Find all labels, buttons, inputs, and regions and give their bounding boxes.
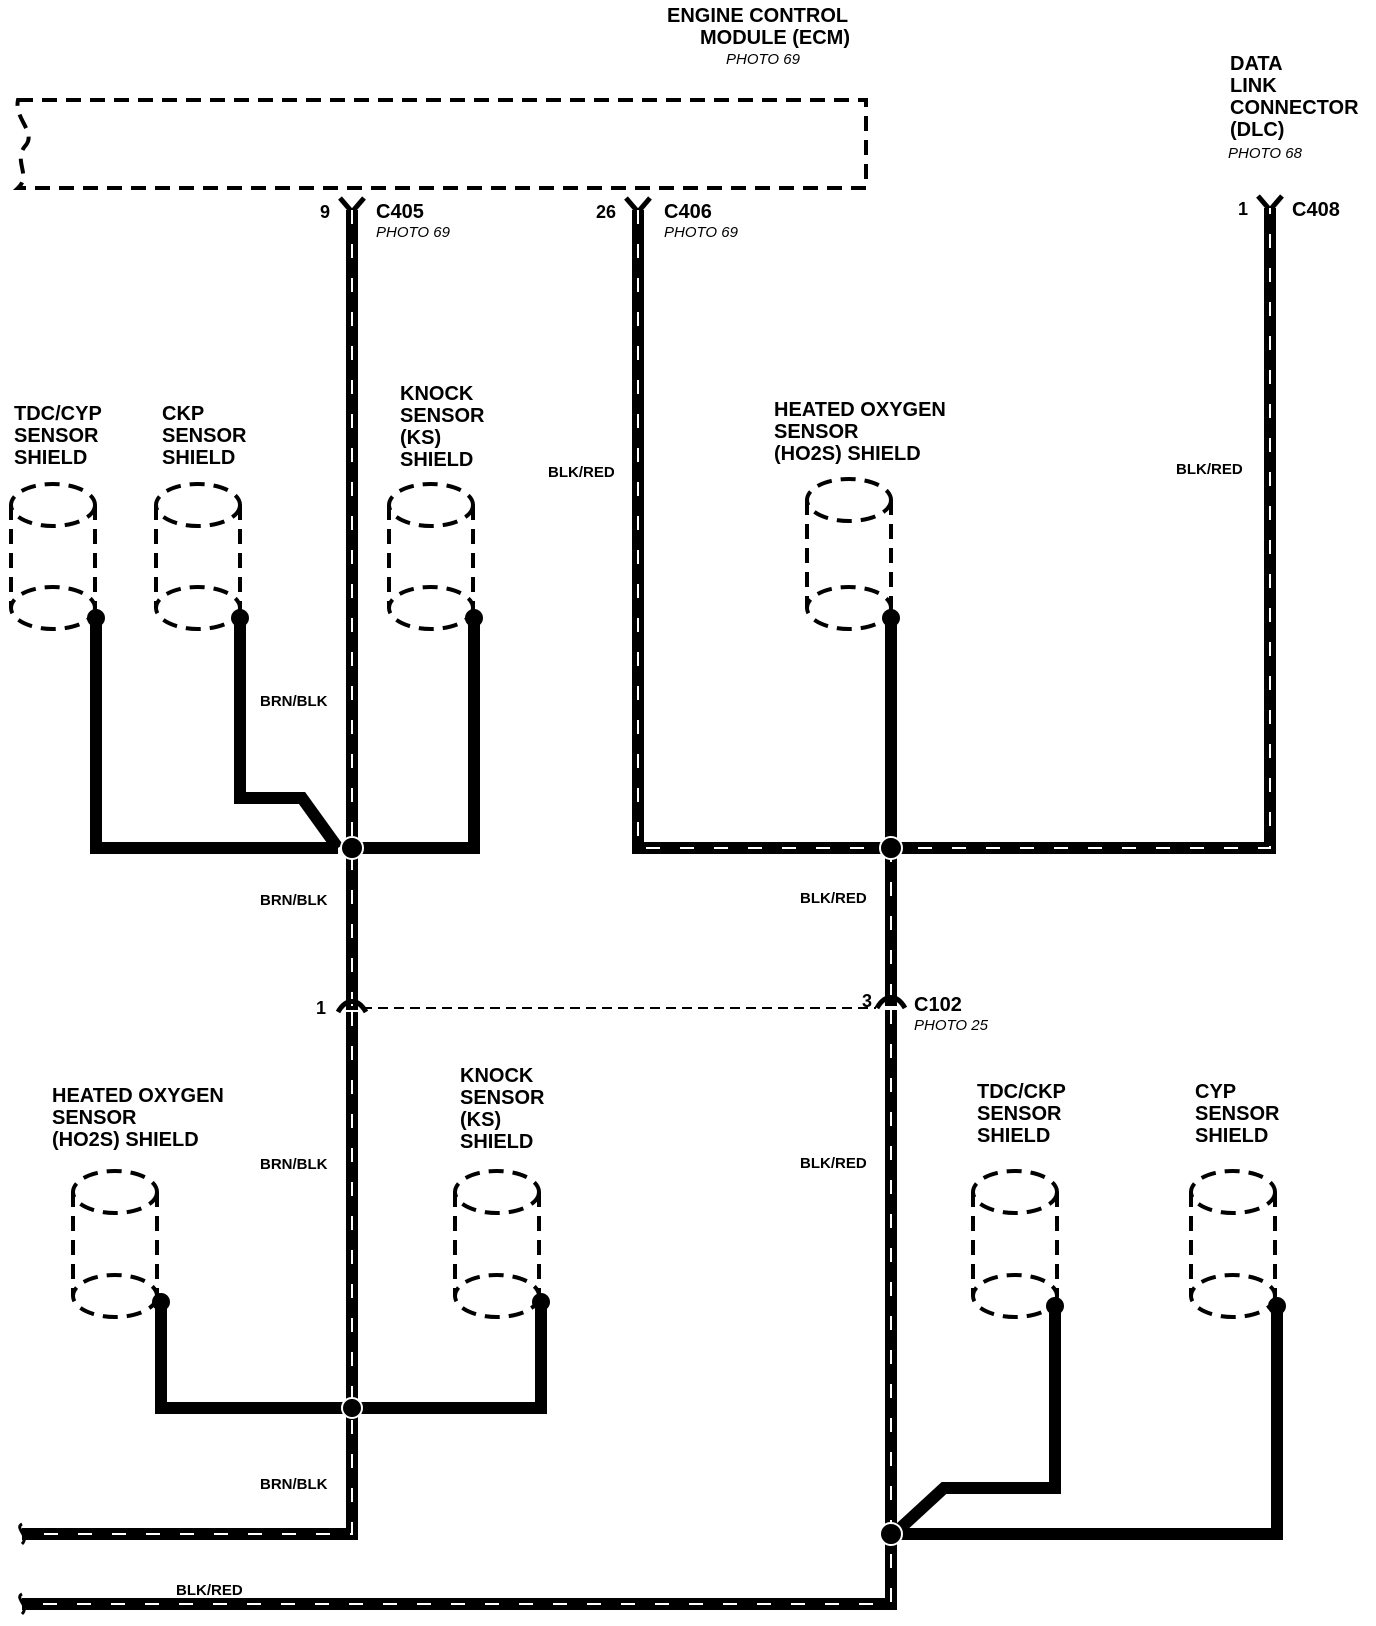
c408-pin: 1: [1238, 199, 1248, 219]
c405-photo: PHOTO 69: [376, 224, 451, 241]
dlc-photo: PHOTO 68: [1228, 145, 1303, 162]
c102-pin1-marker: [335, 999, 369, 1014]
ks-top-shield: [387, 482, 475, 631]
ks-top-shield-label: KNOCK SENSOR (KS) SHIELD: [400, 383, 485, 471]
ecm-title-2: MODULE (ECM): [700, 27, 850, 49]
c408-name: C408: [1292, 199, 1340, 221]
ecm-title-1: ENGINE CONTROL: [667, 5, 848, 27]
cyp-shield-label: CYP SENSOR SHIELD: [1195, 1081, 1280, 1147]
svg-text:TDC/CKP: TDC/CKP: [977, 1081, 1066, 1103]
splice-blk-red-bottom: [879, 1522, 903, 1546]
ks-bottom-shield: [453, 1169, 541, 1319]
svg-text:SENSOR: SENSOR: [1195, 1103, 1280, 1125]
dlc-title-3: CONNECTOR: [1230, 97, 1359, 119]
c102-name: C102: [914, 994, 962, 1016]
c102-pin3-marker: [874, 995, 908, 1010]
c405-name: C405: [376, 201, 424, 223]
wire-brn-blk-lower: [22, 1012, 358, 1540]
splice-blk-red-top: [879, 836, 903, 860]
tdc-ckp-shield: [971, 1169, 1059, 1319]
svg-text:KNOCK: KNOCK: [460, 1065, 534, 1087]
svg-text:(HO2S) SHIELD: (HO2S) SHIELD: [52, 1129, 199, 1151]
drain-cyp: [894, 1306, 1283, 1540]
shield-terminals: [87, 609, 1286, 1315]
c405-pin-marker: [338, 196, 366, 216]
ho2s-bottom-shield: [71, 1169, 159, 1319]
wire-label-brn-blk-3: BRN/BLK: [260, 1156, 328, 1173]
svg-text:SHIELD: SHIELD: [162, 447, 235, 469]
c102-photo: PHOTO 25: [914, 1017, 989, 1034]
svg-text:(HO2S) SHIELD: (HO2S) SHIELD: [774, 443, 921, 465]
svg-text:SENSOR: SENSOR: [774, 421, 859, 443]
svg-text:KNOCK: KNOCK: [400, 383, 474, 405]
ho2s-top-shield-label: HEATED OXYGEN SENSOR (HO2S) SHIELD: [774, 399, 946, 465]
tdc-cyp-shield: [9, 482, 97, 631]
wire-label-blk-red-2: BLK/RED: [1176, 461, 1243, 478]
tdc-ckp-shield-label: TDC/CKP SENSOR SHIELD: [977, 1081, 1066, 1147]
dlc-title-4: (DLC): [1230, 119, 1284, 141]
ecm-outline: [12, 98, 868, 190]
wire-label-brn-blk-1: BRN/BLK: [260, 693, 328, 710]
drain-ks-bottom: [350, 1302, 547, 1414]
svg-text:SENSOR: SENSOR: [162, 425, 247, 447]
svg-text:SHIELD: SHIELD: [14, 447, 87, 469]
dlc-title-2: LINK: [1230, 75, 1277, 97]
tdc-cyp-shield-label: TDC/CYP SENSOR SHIELD: [14, 403, 102, 469]
ks-bottom-shield-label: KNOCK SENSOR (KS) SHIELD: [460, 1065, 545, 1153]
svg-text:SENSOR: SENSOR: [460, 1087, 545, 1109]
svg-text:SENSOR: SENSOR: [52, 1107, 137, 1129]
drain-ks-top: [362, 618, 480, 854]
svg-text:SENSOR: SENSOR: [977, 1103, 1062, 1125]
wire-label-brn-blk-4: BRN/BLK: [260, 1476, 328, 1493]
ckp-shield: [154, 482, 242, 631]
drain-tdc-ckp: [889, 1306, 1061, 1539]
svg-text:SHIELD: SHIELD: [977, 1125, 1050, 1147]
splice-brn-blk-top: [340, 836, 364, 860]
wire-label-brn-blk-2: BRN/BLK: [260, 892, 328, 909]
svg-text:SHIELD: SHIELD: [460, 1131, 533, 1153]
c406-pin-marker: [624, 196, 652, 216]
c408-pin-marker: [1256, 194, 1284, 214]
svg-text:(KS): (KS): [400, 427, 441, 449]
svg-text:SENSOR: SENSOR: [400, 405, 485, 427]
break-symbol-blk-red: [18, 1592, 26, 1616]
c405-pin: 9: [320, 202, 330, 222]
drain-tdc-cyp: [90, 618, 338, 854]
wire-label-blk-red-1: BLK/RED: [548, 464, 615, 481]
cyp-shield: [1189, 1169, 1277, 1319]
svg-text:TDC/CYP: TDC/CYP: [14, 403, 102, 425]
svg-text:SHIELD: SHIELD: [1195, 1125, 1268, 1147]
svg-text:HEATED OXYGEN: HEATED OXYGEN: [52, 1085, 224, 1107]
drain-ho2s-bottom: [155, 1302, 350, 1414]
ecm-photo: PHOTO 69: [726, 51, 801, 68]
ckp-shield-label: CKP SENSOR SHIELD: [162, 403, 247, 469]
break-symbol-brn-blk: [18, 1522, 26, 1546]
wire-label-blk-red-4: BLK/RED: [800, 1155, 867, 1172]
wire-blk-red-lower: [22, 1010, 897, 1610]
drain-ckp: [234, 618, 343, 852]
wire-label-blk-red-3: BLK/RED: [800, 890, 867, 907]
svg-text:(KS): (KS): [460, 1109, 501, 1131]
svg-text:SHIELD: SHIELD: [400, 449, 473, 471]
c406-photo: PHOTO 69: [664, 224, 739, 241]
splice-brn-blk-bottom: [341, 1397, 363, 1419]
svg-text:SENSOR: SENSOR: [14, 425, 99, 447]
c102-pin-right: 3: [862, 991, 872, 1011]
c102-pin-left: 1: [316, 998, 326, 1018]
ho2s-bottom-shield-label: HEATED OXYGEN SENSOR (HO2S) SHIELD: [52, 1085, 224, 1151]
svg-text:CYP: CYP: [1195, 1081, 1236, 1103]
wire-label-blk-red-5: BLK/RED: [176, 1582, 243, 1599]
c406-pin: 26: [596, 202, 616, 222]
wire-blk-red-ecm-dlc: [632, 208, 1276, 854]
svg-text:HEATED OXYGEN: HEATED OXYGEN: [774, 399, 946, 421]
dlc-title-1: DATA: [1230, 53, 1283, 75]
c406-name: C406: [664, 201, 712, 223]
svg-text:CKP: CKP: [162, 403, 204, 425]
ho2s-top-shield: [805, 477, 893, 631]
